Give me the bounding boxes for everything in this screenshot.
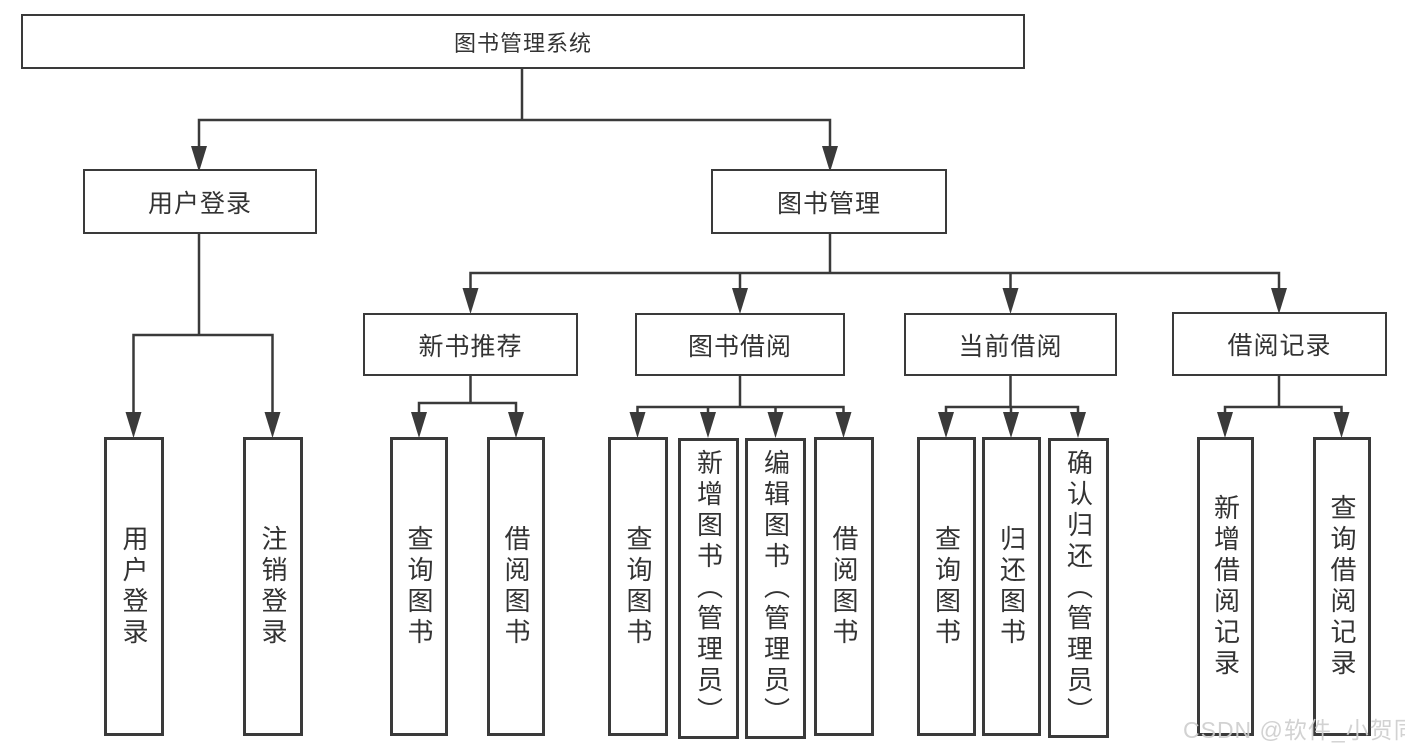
leaf-user-login-label: 用户登录: [119, 524, 149, 649]
leaf-query-books-recommend-label: 查询图书: [404, 524, 434, 649]
node-book-borrowing: 图书借阅: [635, 313, 845, 376]
arrowhead: [700, 412, 716, 438]
edge-bookmgmt-to-level3: [469, 232, 1281, 292]
arrowhead: [1002, 288, 1019, 314]
arrowhead: [732, 288, 748, 314]
node-book-management: 图书管理: [711, 169, 947, 234]
csdn-watermark: CSDN @软件_小贺同学: [1183, 717, 1405, 743]
leaf-return-book: 归还图书: [982, 437, 1041, 736]
arrowhead: [1070, 412, 1086, 438]
leaf-query-books-current: 查询图书: [917, 437, 976, 736]
arrowhead: [767, 412, 784, 438]
edge-borrowing-to-leaves: [636, 374, 845, 416]
arrowhead: [1271, 288, 1287, 314]
node-current-borrowing: 当前借阅: [904, 313, 1117, 376]
node-new-book-recommendation: 新书推荐: [363, 313, 578, 376]
leaf-borrow-books-recommend-label: 借阅图书: [501, 524, 531, 649]
leaf-query-books-recommend: 查询图书: [390, 437, 448, 736]
leaf-add-borrow-record-label: 新增借阅记录: [1210, 493, 1241, 680]
leaf-add-book-admin: 新增图书（管理员）: [678, 438, 739, 739]
arrowhead: [1333, 412, 1350, 438]
leaf-query-books-current-label: 查询图书: [931, 524, 962, 649]
leaf-confirm-return-admin: 确认归还（管理员）: [1048, 438, 1109, 738]
leaf-edit-book-admin-label: 编辑图书（管理员）: [760, 449, 791, 728]
leaf-logout-label: 注销登录: [258, 524, 288, 649]
arrowhead: [938, 412, 954, 438]
leaf-query-borrow-record: 查询借阅记录: [1313, 437, 1371, 736]
arrowhead: [411, 412, 427, 438]
arrowhead: [1003, 412, 1019, 438]
arrowhead: [508, 412, 524, 438]
arrowhead: [125, 412, 142, 438]
leaf-return-book-label: 归还图书: [996, 524, 1027, 649]
leaf-query-books-borrowing: 查询图书: [608, 437, 668, 736]
edge-records-to-leaves: [1223, 374, 1343, 416]
leaf-confirm-return-admin-label: 确认归还（管理员）: [1063, 448, 1094, 728]
edge-current-to-leaves: [944, 374, 1080, 416]
edge-userlogin-to-leaves: [132, 232, 274, 416]
arrowhead: [264, 412, 281, 438]
edge-root-to-level2: [197, 66, 832, 150]
arrowhead: [1217, 412, 1233, 438]
node-borrowing-records: 借阅记录: [1172, 312, 1387, 376]
leaf-borrow-books-label: 借阅图书: [829, 524, 859, 649]
leaf-logout: 注销登录: [243, 437, 303, 736]
leaf-user-login: 用户登录: [104, 437, 164, 736]
leaf-edit-book-admin: 编辑图书（管理员）: [745, 438, 806, 739]
node-user-login: 用户登录: [83, 169, 317, 234]
node-library-management-system: 图书管理系统: [21, 14, 1025, 69]
leaf-add-book-admin-label: 新增图书（管理员）: [693, 449, 724, 728]
leaf-borrow-books: 借阅图书: [814, 437, 874, 736]
edge-newbook-to-leaves: [417, 374, 518, 416]
arrowhead: [629, 412, 646, 438]
leaf-query-books-borrowing-label: 查询图书: [623, 524, 653, 649]
leaf-borrow-books-recommend: 借阅图书: [487, 437, 545, 736]
leaf-add-borrow-record: 新增借阅记录: [1197, 437, 1254, 736]
leaf-query-borrow-record-label: 查询借阅记录: [1327, 493, 1357, 680]
arrowhead: [462, 288, 479, 314]
arrowhead: [835, 412, 852, 438]
